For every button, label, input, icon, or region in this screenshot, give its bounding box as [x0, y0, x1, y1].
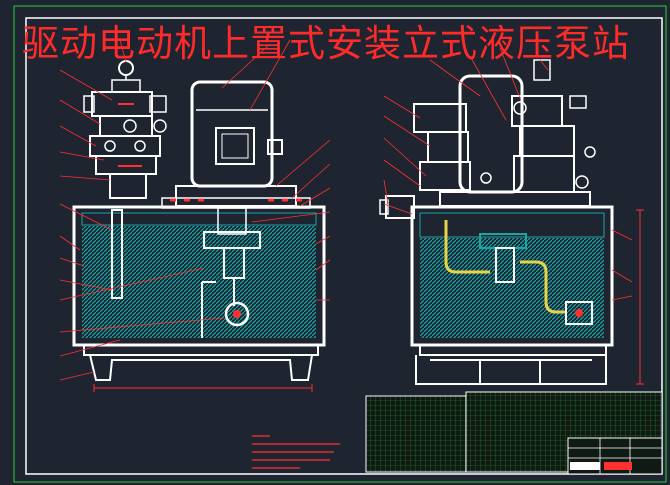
drawing-title: 驱动电动机上置式安装立式液压泵站 [22, 22, 630, 65]
front-view [59, 39, 331, 392]
side-motor [458, 74, 524, 194]
sheet-outer-border [13, 5, 667, 483]
side-filter [565, 301, 593, 325]
side-tank-fluid [420, 238, 604, 338]
front-filter [224, 301, 250, 327]
sheet-inner-border [25, 17, 663, 475]
technical-notes [252, 435, 340, 469]
side-view [379, 47, 644, 385]
front-tank-fluid [82, 226, 316, 338]
title-block [365, 391, 663, 475]
